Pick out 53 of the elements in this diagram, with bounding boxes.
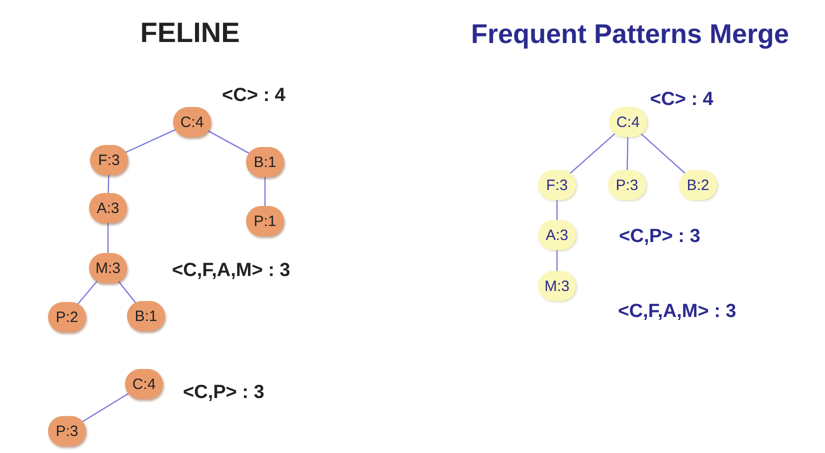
node-label: B:1 [254, 154, 276, 170]
tree-node [173, 107, 211, 137]
tree-node [89, 253, 127, 283]
connector-line [118, 280, 136, 304]
tree-node [609, 107, 647, 137]
node-label: F:3 [546, 178, 568, 192]
tree-node [48, 302, 86, 332]
tree-node [538, 220, 576, 250]
pattern-support-label: <C> : 4 [650, 88, 714, 112]
tree-node [538, 170, 576, 200]
pattern-support-label: <C,P> : 3 [183, 381, 266, 405]
connector-line [264, 177, 266, 206]
node-label: F:3 [98, 152, 120, 168]
node-label: C:4 [616, 114, 640, 130]
node-label: C:4 [180, 114, 204, 130]
node-label: B:2 [686, 178, 710, 192]
tree-node [125, 369, 163, 399]
panel-title: Frequent Patterns Merge [470, 18, 790, 51]
tree-node [608, 170, 646, 200]
pattern-support-label: <C,P> : 3 [619, 225, 702, 249]
connector-line [556, 200, 558, 220]
pattern-support-label: <C> : 4 [222, 84, 286, 108]
connector-line [82, 392, 130, 422]
connector-line [107, 223, 109, 253]
tree-node [246, 147, 284, 177]
node-label: P:3 [616, 178, 638, 192]
node-label: B:1 [134, 308, 158, 324]
tree-node [89, 193, 127, 223]
node-label: A:3 [96, 200, 120, 216]
tree-node [246, 206, 284, 236]
connector-line [77, 280, 98, 305]
node-label: M:3 [95, 260, 120, 276]
connector-line [556, 250, 558, 271]
connector-line [640, 132, 686, 174]
node-label: P:2 [56, 310, 78, 324]
connector-line [125, 128, 176, 154]
tree-node [127, 301, 165, 331]
node-label: P:3 [56, 424, 78, 438]
connector-line [569, 132, 616, 174]
connector-line [207, 130, 250, 154]
pattern-support-label: <C,F,A,M> : 3 [172, 259, 292, 283]
connector-line [108, 174, 110, 194]
tree-node [538, 271, 576, 301]
tree-node [90, 145, 128, 175]
pattern-support-label: <C,F,A,M> : 3 [618, 300, 738, 324]
tree-node [679, 170, 717, 200]
node-label: C:4 [132, 376, 156, 392]
tree-node [48, 416, 86, 446]
node-label: A:3 [546, 228, 568, 242]
connector-line [626, 137, 628, 170]
node-label: M:3 [544, 278, 570, 294]
node-label: P:1 [254, 214, 276, 228]
panel-title: FELINE [139, 16, 241, 50]
